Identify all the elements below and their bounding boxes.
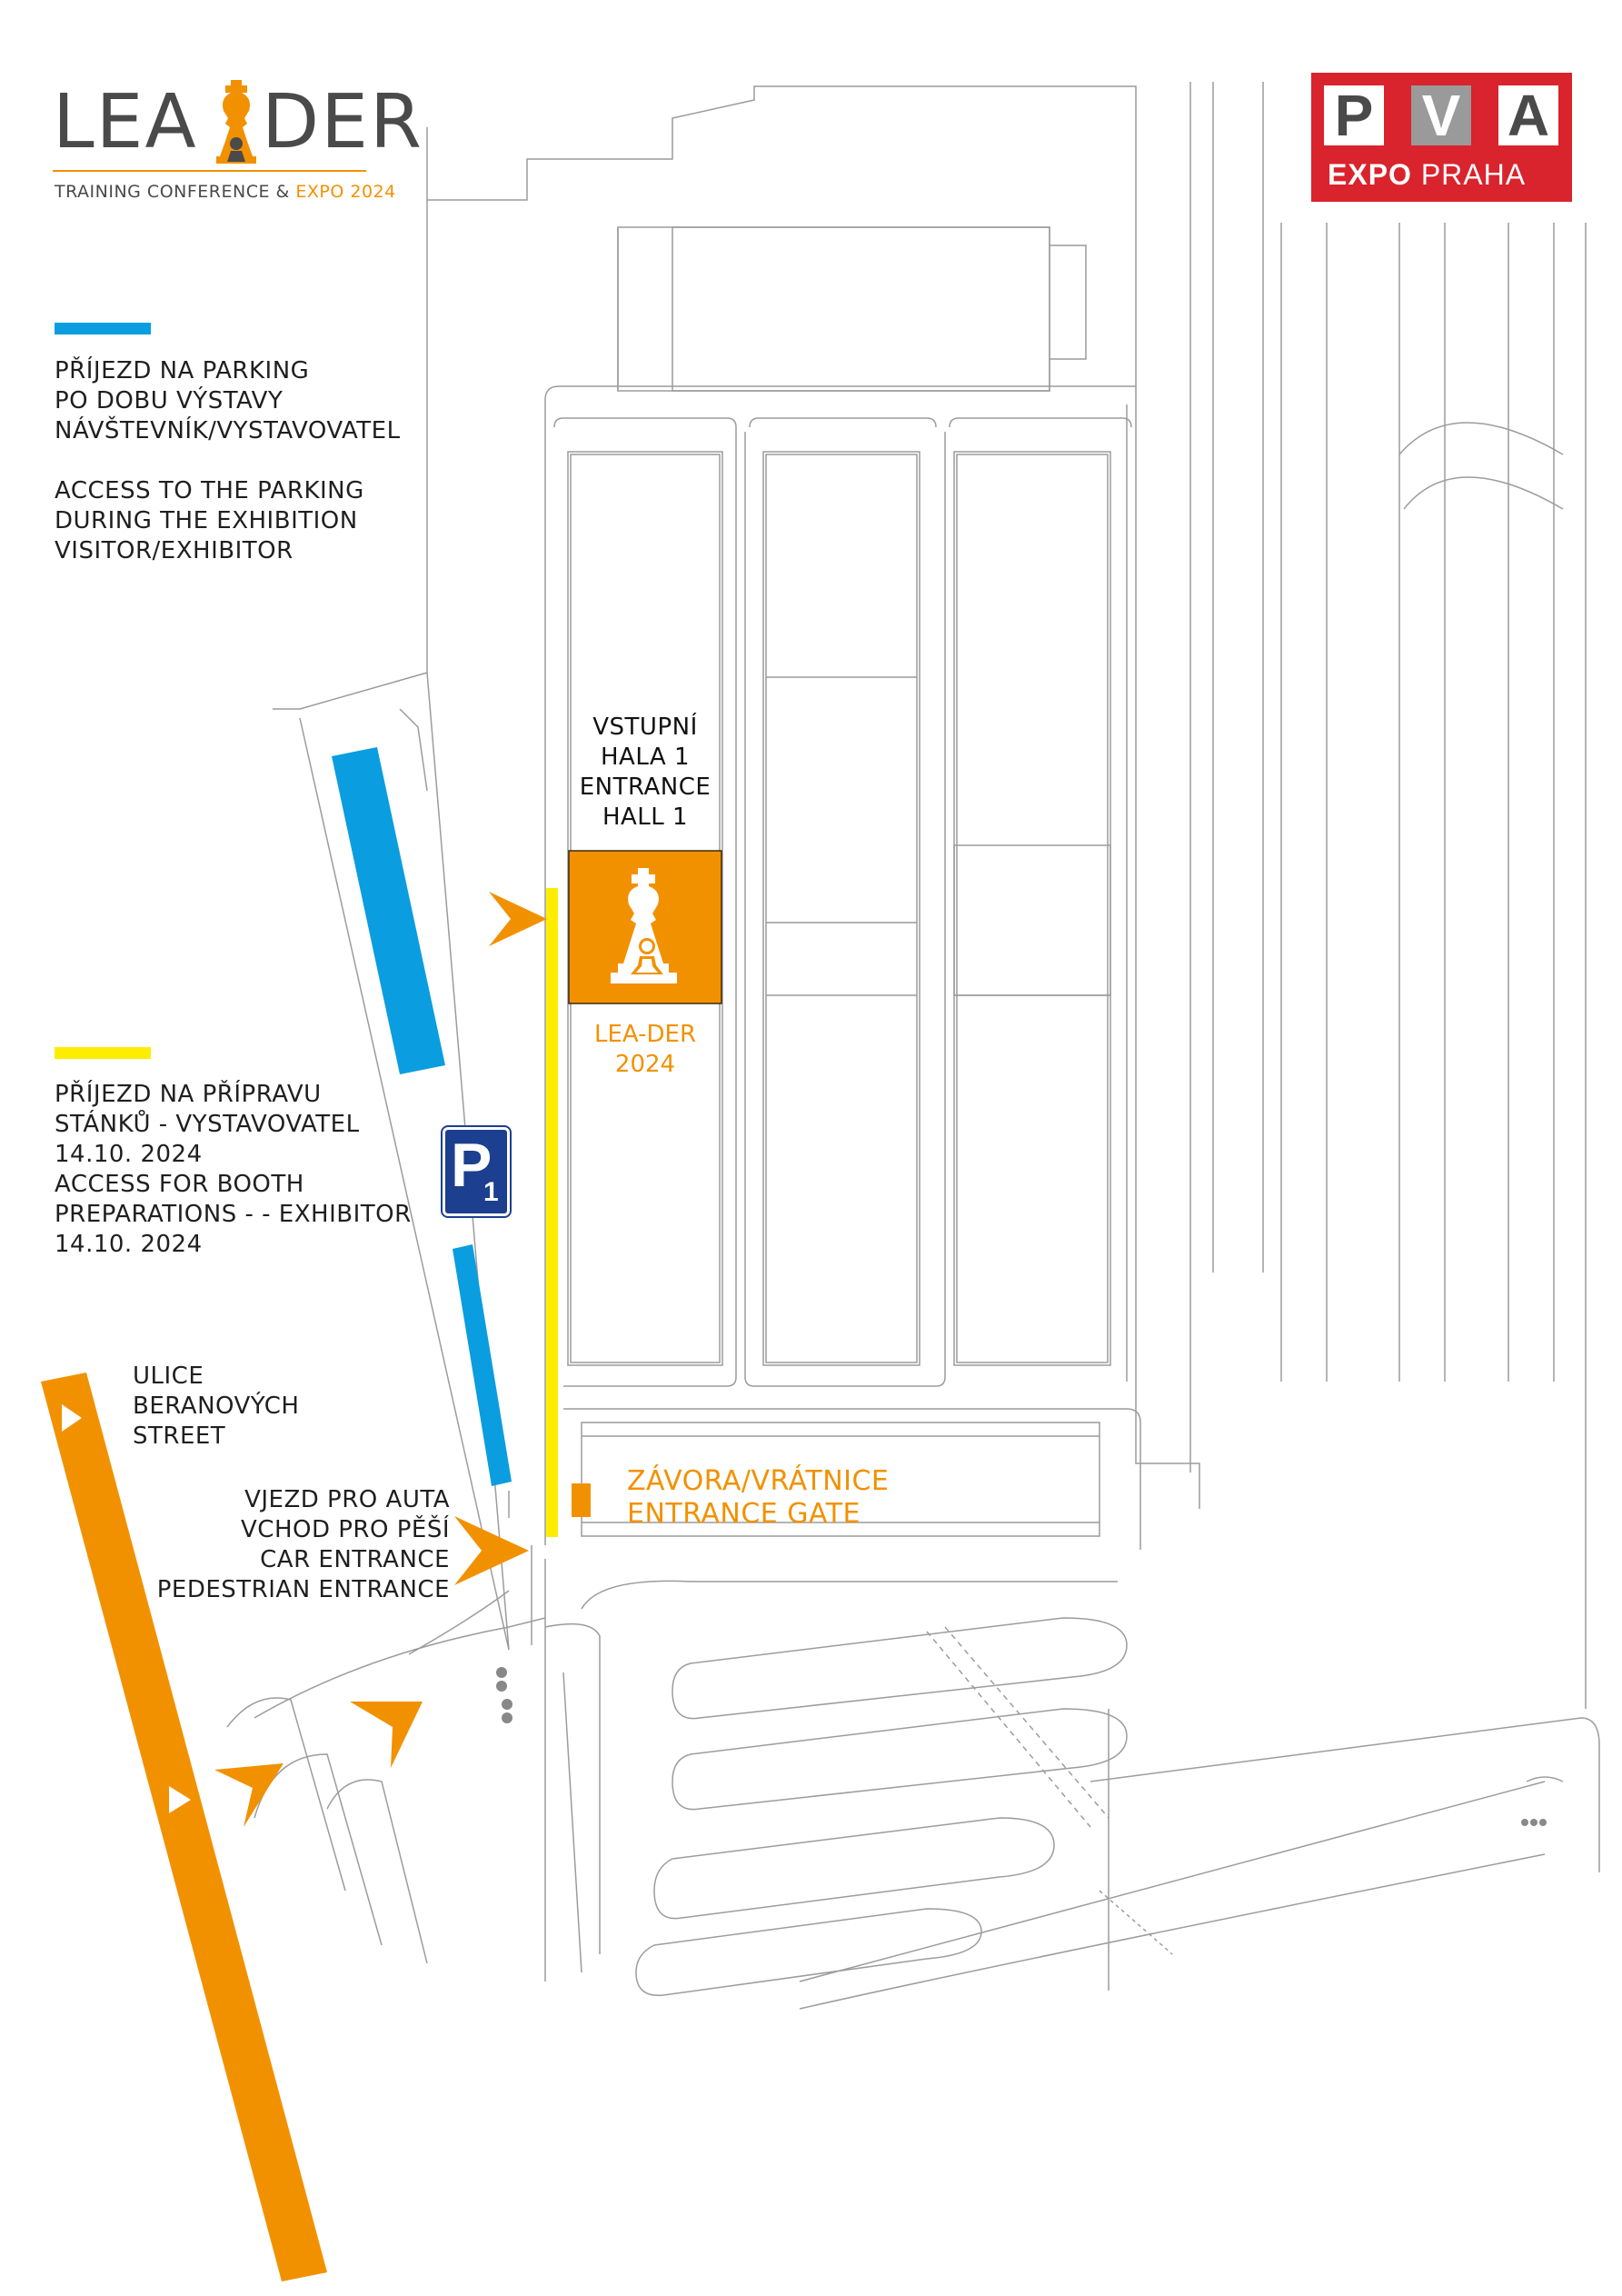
entrance-label: VJEZD PRO AUTA VCHOD PRO PĚŠÍ CAR ENTRAN…	[136, 1485, 450, 1605]
legend-yellow-4: ACCESS FOR BOOTH	[55, 1171, 304, 1198]
entrance-label-2: VCHOD PRO PĚŠÍ	[241, 1516, 450, 1543]
gate-label: ZÁVORA/VRÁTNICE ENTRANCE GATE	[627, 1465, 954, 1531]
street-label-2: BERANOVÝCH	[133, 1393, 300, 1420]
pva-letter-p: P	[1324, 85, 1384, 145]
pva-expo: EXPO	[1328, 158, 1412, 191]
hall-1	[567, 451, 723, 1366]
hall-label-4: HALL 1	[602, 804, 689, 831]
orange-arrow-road-1	[350, 1702, 423, 1768]
pva-praha: PRAHA	[1420, 158, 1527, 191]
parking-p1-sign: P 1	[441, 1125, 512, 1218]
orange-arrow-entrance	[454, 1516, 529, 1585]
legend-blue-cz-1: PŘÍJEZD NA PARKING	[55, 357, 310, 384]
gate-label-2: ENTRANCE GATE	[627, 1498, 861, 1530]
pva-expo-praha-logo: P V A EXPO PRAHA	[1311, 73, 1572, 202]
street-arrow-top	[62, 1404, 82, 1432]
legend-yellow-2: STÁNKŮ - VYSTAVOVATEL	[55, 1111, 360, 1138]
legend-yellow-5: PREPARATIONS - - EXHIBITOR	[55, 1201, 412, 1228]
gate-label-1: ZÁVORA/VRÁTNICE	[627, 1465, 890, 1497]
hall-label-2: HALA 1	[600, 744, 690, 771]
entrance-label-4: PEDESTRIAN ENTRANCE	[156, 1576, 450, 1603]
orange-arrow-road-2	[214, 1763, 284, 1827]
right-parking-rows	[1189, 82, 1587, 1709]
legend-blue-text: PŘÍJEZD NA PARKING PO DOBU VÝSTAVY NÁVŠT…	[55, 356, 436, 566]
logo-subtitle-highlight: EXPO 2024	[295, 182, 396, 202]
blue-parking-strip-upper	[332, 747, 445, 1074]
hall-1-label: VSTUPNÍ HALA 1 ENTRANCE HALL 1	[563, 713, 727, 833]
legend-yellow-bar	[55, 1047, 151, 1059]
legend-yellow-text: PŘÍJEZD NA PŘÍPRAVU STÁNKŮ - VYSTAVOVATE…	[55, 1080, 436, 1260]
parking-sign-number: 1	[483, 1177, 499, 1207]
site-boundary	[426, 85, 1200, 1509]
street-label: ULICE BERANOVÝCH STREET	[133, 1362, 333, 1452]
pva-subtitle: EXPO PRAHA	[1328, 158, 1526, 192]
booth-label-1: LEA-DER	[593, 1021, 697, 1048]
bottom-left-parking	[226, 1590, 601, 1973]
street-arrow-bottom	[169, 1786, 191, 1813]
hall-label-1: VSTUPNÍ	[592, 714, 698, 741]
legend-blue-cz-2: PO DOBU VÝSTAVY	[55, 387, 284, 414]
legend-blue-bar	[55, 323, 151, 334]
logo-title-right: DER	[262, 79, 423, 165]
legend-blue-en-2: DURING THE EXHIBITION	[55, 507, 358, 534]
legend-yellow-6: 14.10. 2024	[55, 1231, 203, 1258]
booth-label: LEA-DER 2024	[572, 1020, 718, 1080]
logo-underline	[53, 170, 366, 172]
logo-subtitle: TRAINING CONFERENCE & EXPO 2024	[55, 182, 396, 202]
parking-sign-letter: P	[451, 1131, 493, 1200]
entrance-label-3: CAR ENTRANCE	[260, 1546, 450, 1573]
legend-yellow-1: PŘÍJEZD NA PŘÍPRAVU	[55, 1081, 322, 1108]
legend-blue-en-1: ACCESS TO THE PARKING	[55, 477, 364, 504]
logo-subtitle-main: TRAINING CONFERENCE &	[55, 182, 296, 202]
legend-blue-en-3: VISITOR/EXHIBITOR	[55, 537, 294, 564]
hall-label-3: ENTRANCE	[579, 774, 711, 801]
logo-title-left: LEA	[53, 79, 198, 165]
chess-piece-icon	[611, 868, 677, 983]
legend-blue-cz-3: NÁVŠTEVNÍK/VYSTAVOVATEL	[55, 417, 401, 444]
orange-street	[41, 1373, 327, 2281]
street-label-3: STREET	[133, 1423, 226, 1450]
street-label-1: ULICE	[133, 1363, 204, 1390]
booth-label-2: 2024	[614, 1051, 676, 1078]
internal-road	[544, 385, 1136, 401]
pva-letter-v: V	[1411, 85, 1471, 145]
logo-chess-icon	[216, 80, 256, 164]
orange-arrow-hall	[489, 892, 547, 946]
hall-2	[762, 451, 920, 1366]
gate-marker	[572, 1483, 591, 1517]
lower-parking	[544, 1559, 1600, 2010]
leader-logo: LEA DER TRAINING CONFERENCE & EXPO 2024	[53, 73, 422, 209]
pva-letter-a: A	[1498, 85, 1558, 145]
entrance-label-1: VJEZD PRO AUTA	[244, 1486, 450, 1513]
yellow-route	[546, 888, 558, 1537]
blue-parking-strip-lower	[453, 1244, 512, 1486]
legend-yellow-3: 14.10. 2024	[55, 1141, 203, 1168]
gate-building	[581, 1422, 1100, 1537]
